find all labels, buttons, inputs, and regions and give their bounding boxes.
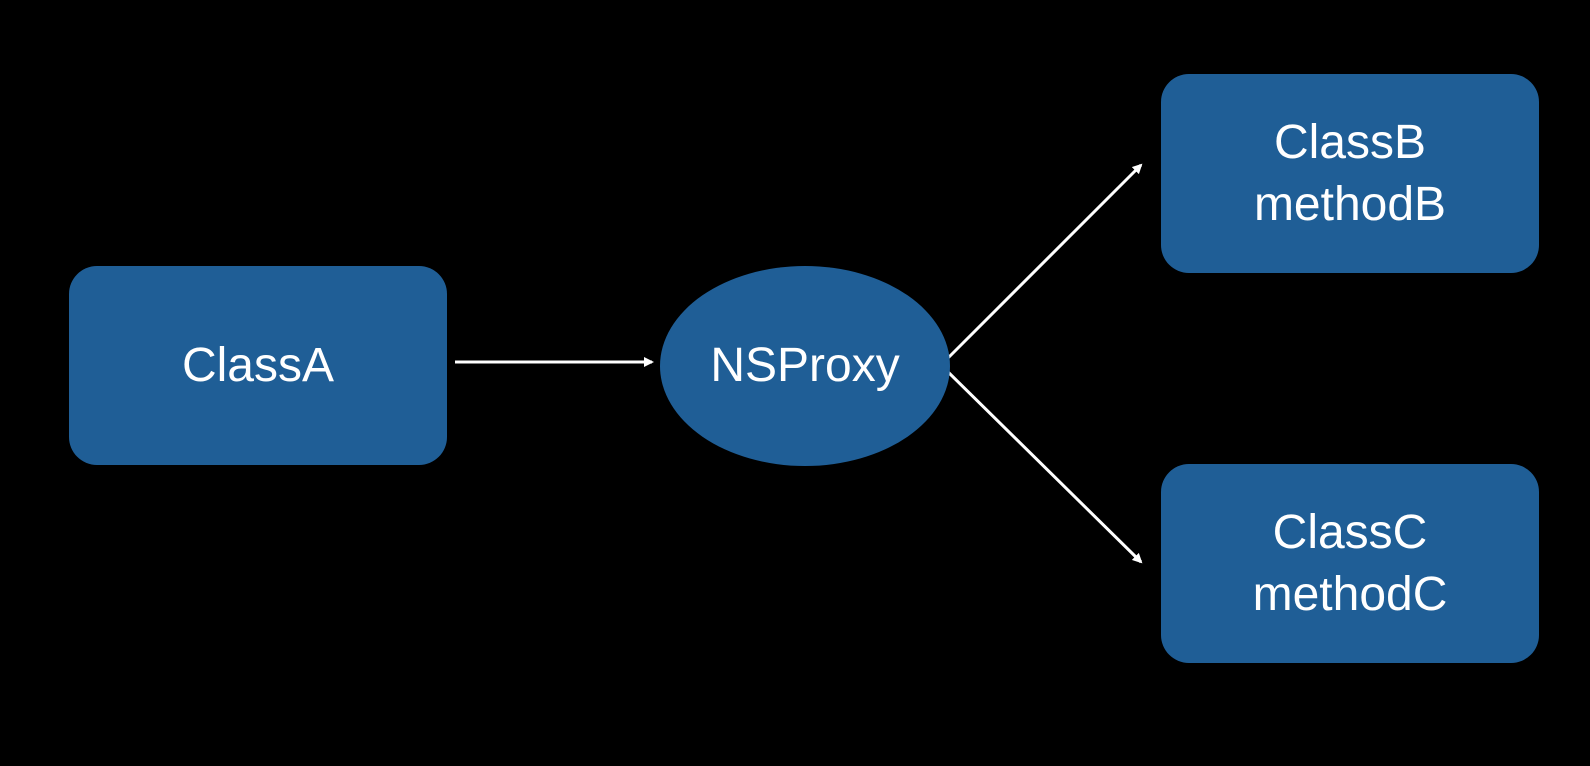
node-nsproxy: NSProxy bbox=[660, 266, 950, 466]
node-class-a-label: ClassA bbox=[181, 338, 335, 392]
node-class-b-label: ClassB bbox=[1273, 115, 1427, 169]
node-class-a: ClassA bbox=[69, 266, 447, 465]
arrow-proxy-to-classb bbox=[942, 163, 1143, 364]
node-class-c-label: ClassC bbox=[1272, 505, 1428, 559]
node-class-c-method: methodC bbox=[1252, 567, 1448, 621]
node-nsproxy-label: NSProxy bbox=[710, 339, 900, 392]
node-class-b: ClassB methodB bbox=[1161, 74, 1539, 273]
arrow-proxy-to-classc bbox=[942, 366, 1143, 564]
node-class-c: ClassC methodC bbox=[1161, 464, 1539, 663]
node-class-b-method: methodB bbox=[1253, 177, 1447, 231]
